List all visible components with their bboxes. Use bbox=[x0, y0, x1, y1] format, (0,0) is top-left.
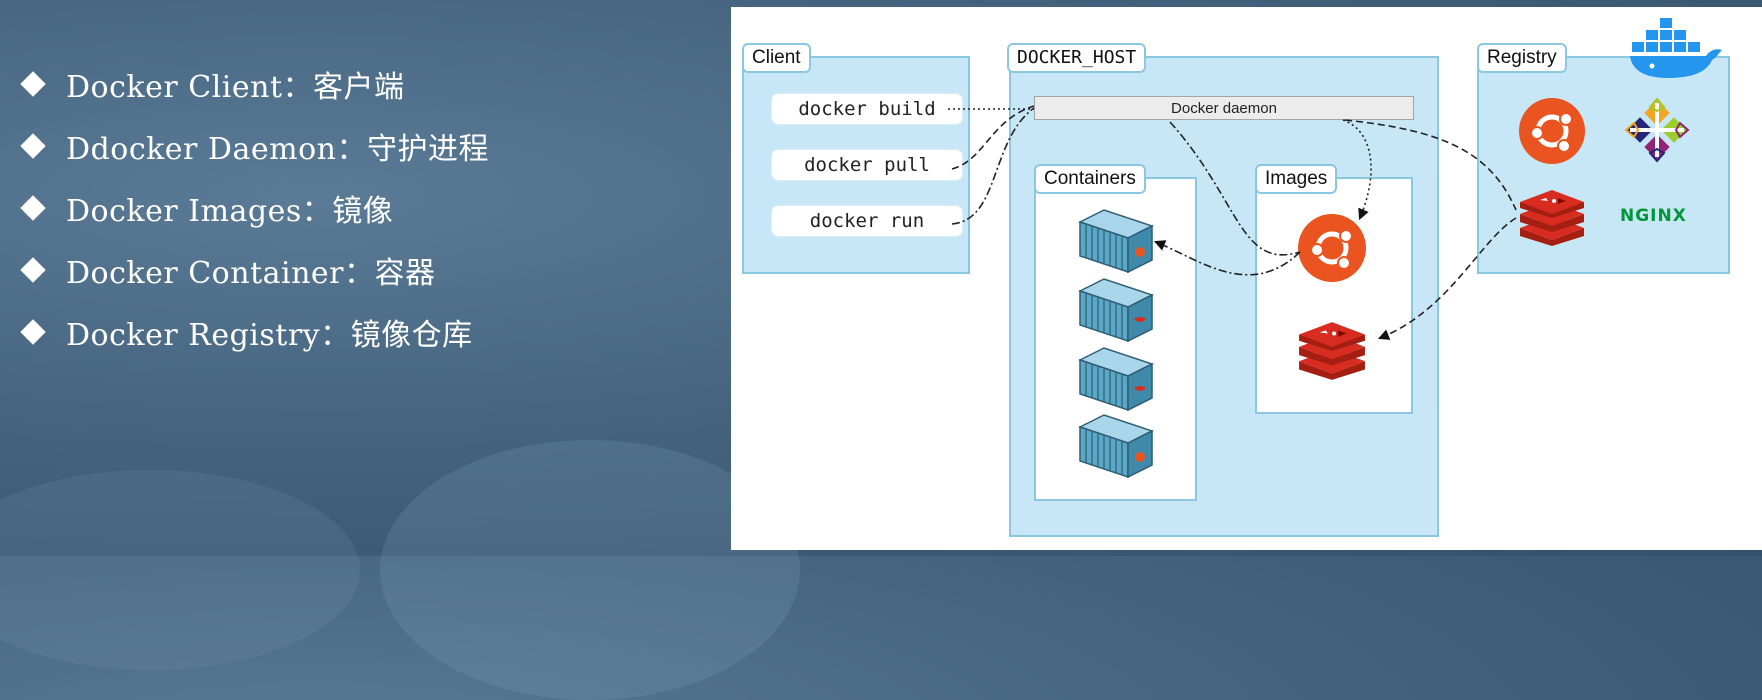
images-title: Images bbox=[1255, 164, 1338, 194]
registry-box bbox=[1477, 56, 1730, 274]
docker-daemon-bar: Docker daemon bbox=[1034, 96, 1414, 120]
bullet-item: Docker Container：容器 bbox=[18, 248, 436, 292]
ubuntu-icon bbox=[1519, 98, 1585, 164]
docker-build-command: docker build bbox=[772, 94, 962, 124]
nginx-icon: NGINX bbox=[1620, 206, 1687, 226]
bullet-item: Docker Registry：镜像仓库 bbox=[18, 310, 473, 354]
bullet-text: Docker Registry：镜像仓库 bbox=[66, 318, 473, 353]
bullet-item: Ddocker Daemon：守护进程 bbox=[18, 124, 489, 168]
container-icon bbox=[1078, 414, 1154, 479]
client-box: docker build docker pull docker run bbox=[742, 56, 970, 274]
bullet-item: Docker Images：镜像 bbox=[18, 186, 393, 230]
containers-title: Containers bbox=[1034, 164, 1146, 194]
centos-icon bbox=[1624, 97, 1690, 163]
diamond-bullet-icon bbox=[20, 133, 46, 159]
bullet-text: Docker Images：镜像 bbox=[66, 194, 394, 229]
docker-host-title: DOCKER_HOST bbox=[1007, 43, 1147, 73]
ubuntu-image-icon bbox=[1298, 214, 1366, 282]
bullet-item: Docker Client：客户端 bbox=[18, 62, 405, 106]
bullet-text: Docker Client：客户端 bbox=[66, 70, 405, 105]
container-icon bbox=[1078, 347, 1154, 412]
docker-run-command: docker run bbox=[772, 206, 962, 236]
diamond-bullet-icon bbox=[20, 195, 46, 221]
bullet-text: Docker Container：容器 bbox=[66, 256, 436, 291]
redis-image-icon bbox=[1299, 322, 1365, 380]
registry-title: Registry bbox=[1477, 43, 1567, 73]
docker-whale-icon bbox=[1630, 18, 1722, 78]
background-shape bbox=[0, 470, 360, 670]
diamond-bullet-icon bbox=[20, 257, 46, 283]
container-icon bbox=[1078, 278, 1154, 343]
bullet-text: Ddocker Daemon：守护进程 bbox=[66, 132, 489, 167]
container-icon bbox=[1078, 209, 1154, 274]
docker-pull-command: docker pull bbox=[772, 150, 962, 180]
diamond-bullet-icon bbox=[20, 319, 46, 345]
redis-icon bbox=[1520, 190, 1584, 246]
diamond-bullet-icon bbox=[20, 71, 46, 97]
client-title: Client bbox=[742, 43, 811, 73]
